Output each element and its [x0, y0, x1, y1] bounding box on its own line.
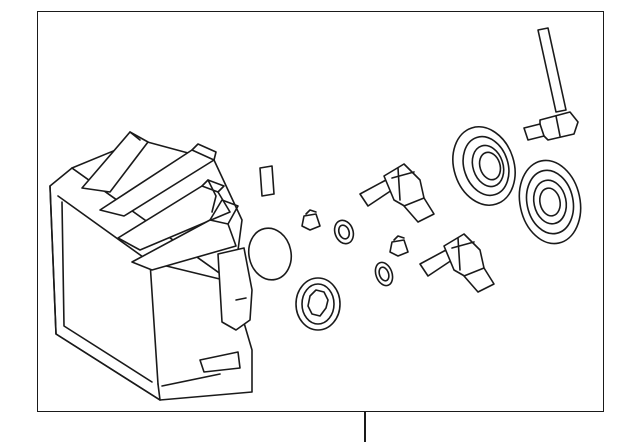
- o-ring-upper: [333, 219, 355, 245]
- headlamp-assembly: [49, 131, 253, 401]
- socket-seal: [452, 126, 516, 206]
- adjuster-shaft: [523, 27, 579, 141]
- bulb-lower: [419, 233, 495, 293]
- callout-leader-line: [364, 412, 366, 442]
- connector-stud-upper: [301, 209, 321, 231]
- socket-seal-lower: [518, 159, 582, 245]
- bulb-cover: [247, 227, 293, 281]
- retainer-plate: [295, 277, 341, 331]
- connector-stud-lower: [389, 235, 409, 257]
- bulb-upper: [359, 163, 435, 223]
- o-ring-lower: [374, 261, 394, 287]
- sensor-clip: [259, 165, 275, 197]
